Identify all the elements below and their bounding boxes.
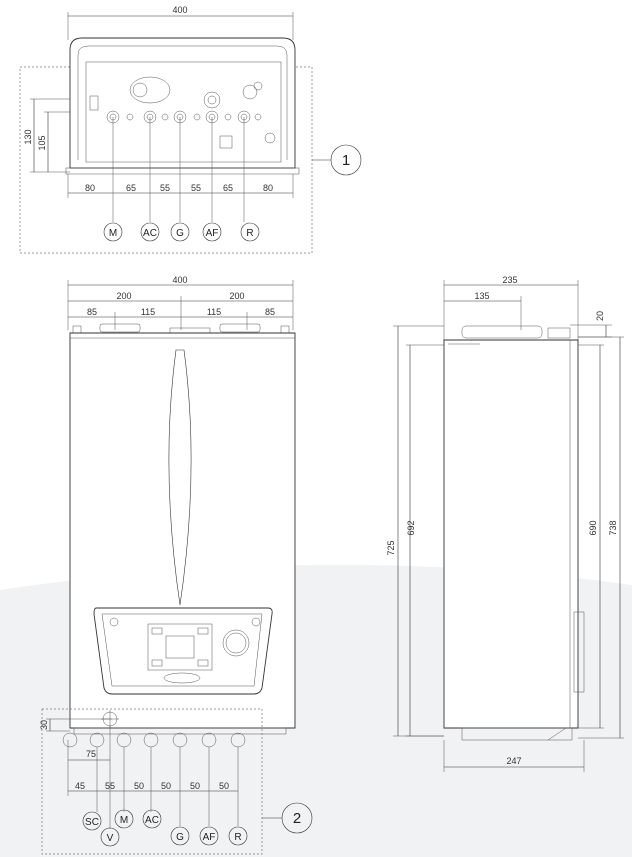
side-flue-offset-135: 135: [474, 291, 489, 301]
front-flue-4: 85: [265, 307, 275, 317]
side-height-690: 690: [588, 520, 598, 535]
top-spacing-1: 80: [85, 183, 95, 193]
top-spacing-4: 55: [191, 183, 201, 193]
bottom-spacing-3: 50: [134, 781, 144, 791]
top-width-dimension: 400: [172, 5, 187, 15]
top-spacing-5: 65: [223, 183, 233, 193]
callout-2-label: 2: [293, 810, 301, 827]
top-connection-G-label: G: [176, 228, 184, 239]
bottom-connection-SC-label: SC: [85, 817, 99, 828]
bottom-spacing-2: 55: [105, 781, 115, 791]
top-connection-AC: [140, 222, 160, 242]
front-flue-1: 85: [87, 307, 97, 317]
top-spacing-6: 80: [263, 183, 273, 193]
bottom-connection-G: [170, 826, 190, 846]
bottom-connection-R: [228, 826, 248, 846]
bottom-spacing-4: 50: [161, 781, 171, 791]
bottom-connection-AF-label: AF: [203, 832, 216, 843]
top-connection-G: [170, 222, 190, 242]
bottom-connection-AF: [199, 826, 219, 846]
bottom-connection-R-label: R: [234, 832, 241, 843]
side-view: 235 135 20 690 738 247: [443, 275, 624, 772]
callout-1: [330, 144, 362, 176]
top-connection-AF: [202, 222, 222, 242]
bottom-connection-SC: [82, 811, 102, 831]
top-connection-M-label: M: [109, 228, 117, 239]
bottom-connection-G-label: G: [176, 832, 184, 843]
callout-2: [281, 802, 313, 834]
bottom-offset-height: 30: [39, 720, 49, 730]
top-connection-R-label: R: [246, 228, 253, 239]
front-width-dimension: 400: [172, 275, 187, 285]
bottom-connection-V: [100, 827, 120, 847]
top-connection-M: [103, 222, 123, 242]
top-connection-R: [240, 222, 260, 242]
side-height-692: 692: [406, 520, 416, 535]
side-height-725: 725: [386, 540, 396, 555]
top-spacing-2: 65: [126, 183, 136, 193]
front-half-right: 200: [229, 291, 244, 301]
bottom-connection-M-label: M: [120, 815, 128, 826]
front-height-dimensions: 725 692: [386, 325, 444, 737]
bottom-spacing-1: 45: [75, 781, 85, 791]
top-spacing-3: 55: [160, 183, 170, 193]
bottom-view: 30 75 45 55 50 50 50 50 SC V: [39, 708, 313, 855]
side-top-gap-20: 20: [595, 311, 605, 321]
top-connection-AF-label: AF: [206, 228, 219, 239]
callout-1-label: 1: [342, 152, 350, 169]
top-connection-AC-label: AC: [143, 228, 157, 239]
bottom-connection-AC-label: AC: [145, 815, 159, 826]
bottom-spacing-6: 50: [219, 781, 229, 791]
front-flue-3: 115: [207, 307, 221, 317]
top-height-dimension-105: 105: [37, 135, 47, 150]
bottom-offset-width: 75: [86, 749, 96, 759]
bottom-view-dashed-frame: [41, 708, 263, 855]
side-depth-247: 247: [506, 756, 521, 766]
front-view: 400 200 200 85 115 115 85: [67, 275, 296, 735]
bottom-connection-AC: [142, 809, 162, 829]
side-depth-235: 235: [502, 275, 517, 285]
top-height-dimension-130: 130: [23, 129, 33, 144]
front-flue-2: 115: [141, 307, 155, 317]
bottom-spacing-5: 50: [190, 781, 200, 791]
side-height-738: 738: [608, 520, 618, 535]
bottom-connection-M: [114, 809, 134, 829]
top-view: 400 130 105: [19, 5, 362, 254]
bottom-connection-V-label: V: [107, 833, 114, 844]
front-half-left: 200: [116, 291, 131, 301]
